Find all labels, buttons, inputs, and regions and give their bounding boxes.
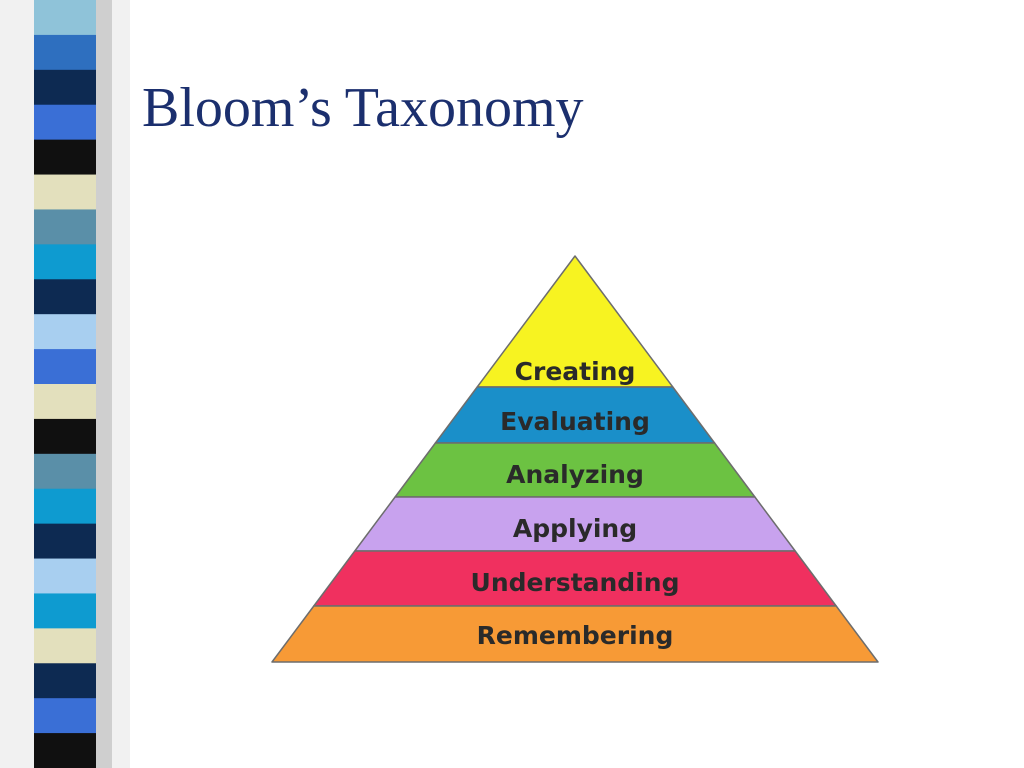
side-strip-block bbox=[34, 174, 96, 211]
pyramid-tier-label: Applying bbox=[513, 514, 637, 543]
side-strip-block bbox=[34, 34, 96, 71]
side-strip-block bbox=[34, 384, 96, 420]
side-strip-block bbox=[34, 698, 96, 734]
pyramid-tier-label: Evaluating bbox=[500, 407, 650, 436]
side-strip-block bbox=[34, 663, 96, 699]
decorative-side-strip bbox=[0, 0, 130, 768]
side-strip-block bbox=[34, 593, 96, 629]
pyramid-tier-label: Analyzing bbox=[506, 460, 644, 489]
side-strip-block bbox=[34, 628, 96, 664]
pyramid-tier-label: Understanding bbox=[471, 568, 680, 597]
pyramid-tier-remembering bbox=[271, 605, 879, 663]
side-strip-block bbox=[34, 314, 96, 350]
side-strip-block bbox=[34, 0, 96, 36]
side-strip-edge-shadow bbox=[96, 0, 112, 768]
side-strip-block bbox=[34, 244, 96, 280]
side-strip-block bbox=[34, 418, 96, 455]
side-strip-block bbox=[34, 209, 96, 245]
side-strip-block bbox=[34, 453, 96, 490]
side-strip-block bbox=[34, 349, 96, 385]
side-strip-block bbox=[34, 69, 96, 106]
side-strip-block bbox=[34, 733, 96, 768]
pyramid-tier-label: Remembering bbox=[477, 621, 674, 650]
side-strip-block bbox=[34, 139, 96, 176]
side-strip-block bbox=[34, 488, 96, 525]
side-strip-block bbox=[34, 558, 96, 595]
slide-title: Bloom’s Taxonomy bbox=[142, 77, 584, 139]
side-strip-block bbox=[34, 523, 96, 560]
pyramid-tier-label: Creating bbox=[515, 357, 636, 386]
side-strip-block bbox=[34, 279, 96, 315]
side-strip-block bbox=[34, 104, 96, 141]
